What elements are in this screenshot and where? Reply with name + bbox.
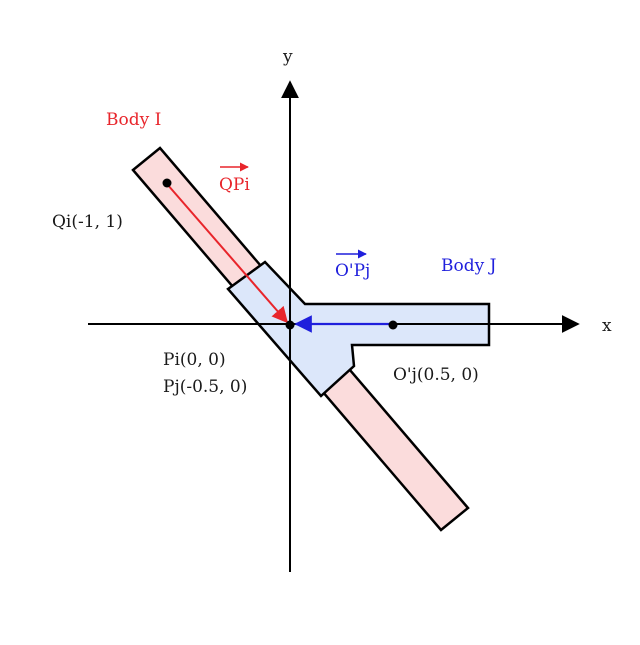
point-qi	[162, 178, 172, 188]
body-j-label: Body J	[441, 256, 497, 276]
point-pi	[285, 320, 295, 330]
point-qi-label: Qi(-1, 1)	[52, 212, 123, 232]
point-oj-label: O'j(0.5, 0)	[393, 365, 479, 385]
point-pj-label: Pj(-0.5, 0)	[163, 377, 247, 397]
body-i-label: Body I	[106, 110, 161, 130]
point-pi-label: Pi(0, 0)	[163, 350, 226, 370]
vector-qpi-arrow	[166, 183, 289, 324]
body-j-shape	[226, 260, 491, 398]
vector-opj-label: O'Pj	[335, 261, 370, 281]
y-axis-label: y	[282, 47, 293, 67]
point-oj	[388, 320, 398, 330]
vector-qpi-label: QPi	[219, 175, 250, 195]
x-axis-label: x	[602, 316, 612, 336]
